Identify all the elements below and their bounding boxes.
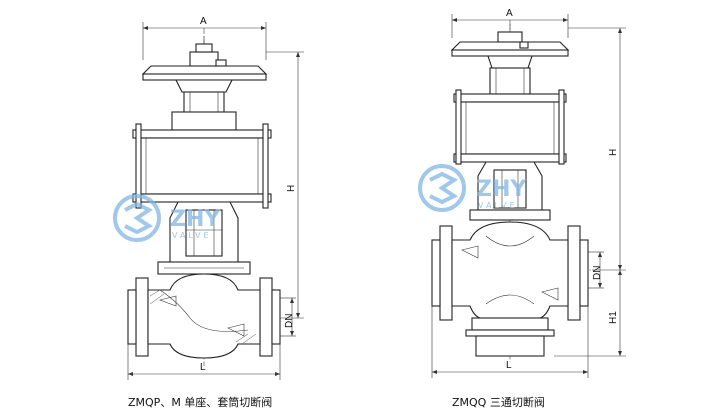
left-dim-dn [280,297,296,337]
right-valve-drawing: A H DN H1 L [431,8,626,378]
left-dim-dn-label: DN [284,314,295,328]
right-dim-h1 [554,270,626,357]
right-cylinder [453,89,567,165]
left-upper-yoke [171,91,237,131]
right-dim-dn [588,251,604,289]
left-dim-l [127,344,281,380]
left-dim-a [142,22,267,60]
left-actuator-cover [141,36,268,93]
left-valve-drawing: A H DN L [127,16,304,380]
right-dim-h-label: H [608,149,619,156]
left-dim-l-label: L [200,362,206,373]
right-dim-dn-label: DN [592,266,603,280]
left-caption: ZMQP、M 单座、套筒切断阀 [128,395,272,409]
right-upper-yoke [489,67,531,95]
svg-text:VALVE: VALVE [172,231,212,240]
right-dim-a [451,14,569,38]
right-dim-h [568,27,626,271]
right-valve-body [431,221,589,357]
left-dim-a-label: A [200,16,207,27]
svg-text:VALVE: VALVE [478,201,518,210]
right-dim-a-label: A [506,8,513,19]
right-lower-yoke [469,161,551,221]
left-dim-h-label: H [286,185,297,192]
svg-text:ZHY: ZHY [476,177,527,202]
left-lower-yoke [157,201,251,275]
right-caption: ZMQQ 三通切断阀 [452,395,545,409]
left-cylinder [132,123,272,209]
logo-icon: ZHY VALVE [113,194,221,242]
right-dim-l-label: L [506,360,512,371]
left-valve-body [127,273,281,359]
right-actuator-cover [450,24,570,69]
svg-text:ZHY: ZHY [170,207,221,232]
right-dim-l [431,306,589,378]
logo-icon: ZHY VALVE [418,164,527,212]
right-dim-h1-label: H1 [608,311,619,324]
